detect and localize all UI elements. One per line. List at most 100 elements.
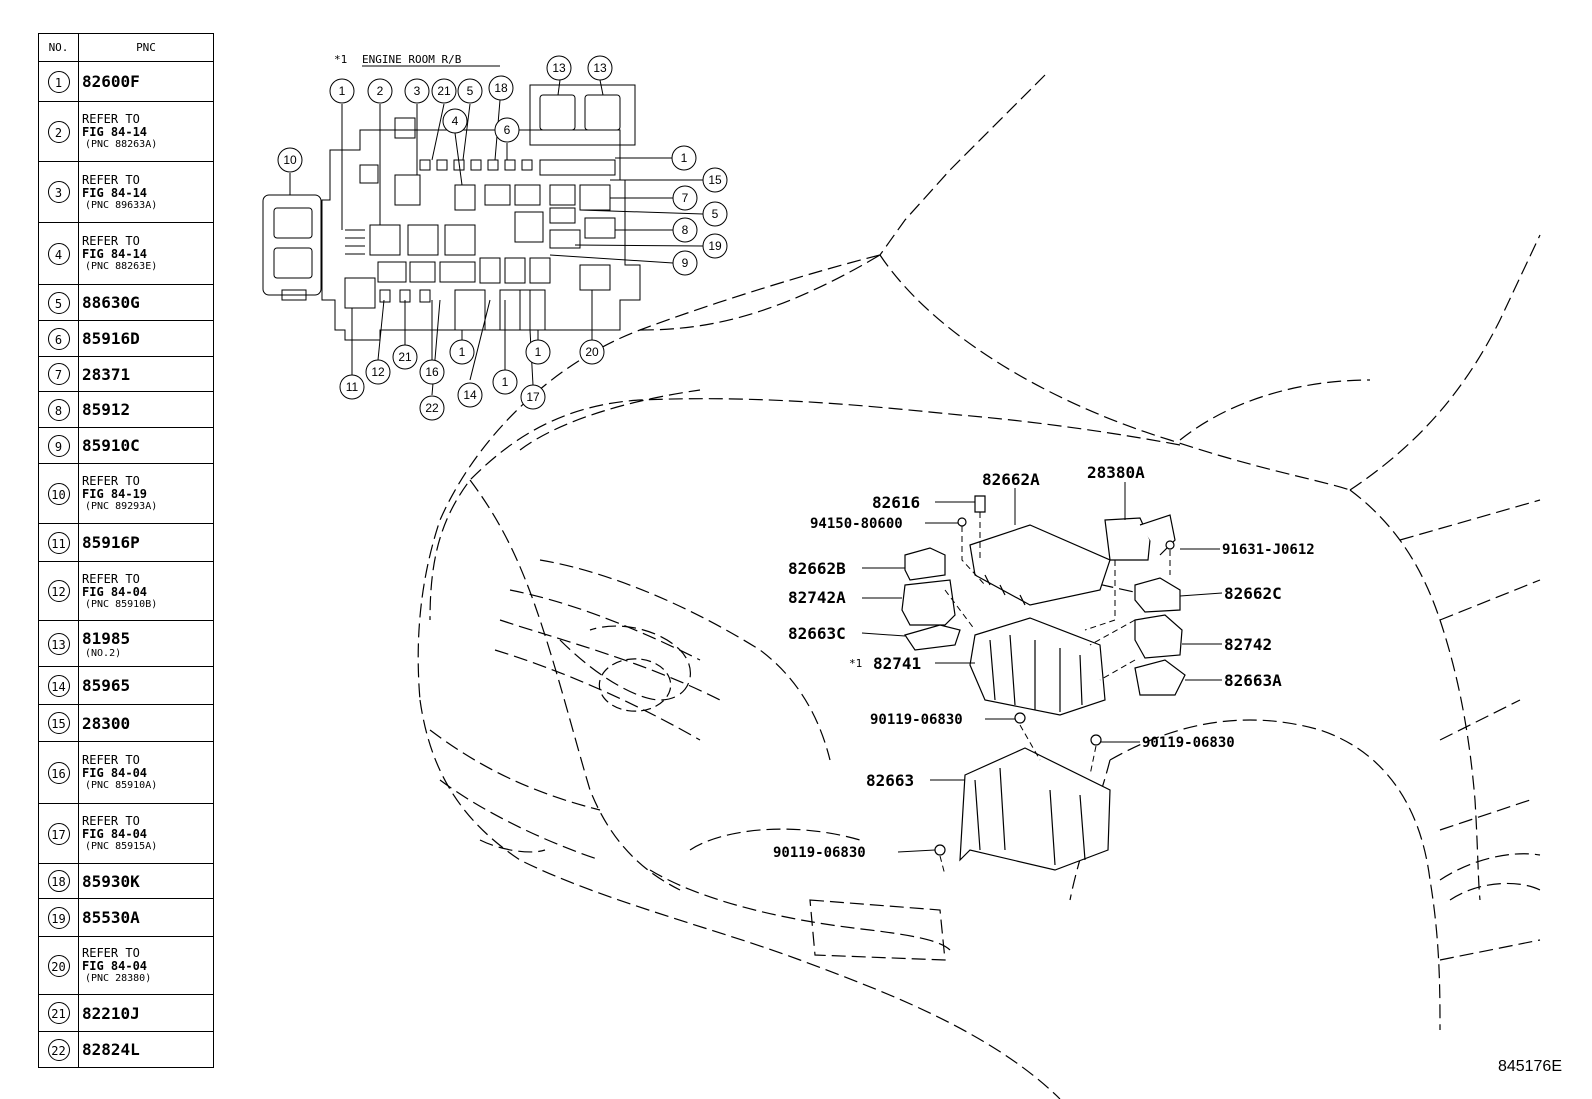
- part-label-82663A: 82663A: [1224, 671, 1282, 690]
- callout-number: 12: [371, 365, 385, 379]
- callout-number: 21: [437, 84, 451, 98]
- pnc-table-header: NO. PNC: [38, 33, 214, 62]
- part-cover-82663A: [1134, 659, 1186, 696]
- callout-number: 1: [681, 151, 688, 165]
- callout-number: 22: [425, 401, 439, 415]
- callout-number: 5: [712, 207, 719, 221]
- row-number: 8: [47, 398, 70, 421]
- ref-fig: FIG 84-04: [82, 827, 148, 841]
- parts-drawings: [901, 495, 1186, 871]
- ref-pnc: (PNC 85910A): [85, 780, 158, 791]
- part-label-94150: 94150-80600: [810, 516, 903, 532]
- part-bolt-c: [934, 844, 946, 856]
- pnc-value: 85965: [82, 676, 131, 695]
- ref-pnc: (PNC 85910B): [85, 598, 158, 610]
- parts-leaders: [861, 482, 1223, 853]
- row-number: 21: [47, 1002, 70, 1024]
- pnc-sub: (NO.2): [85, 647, 122, 659]
- callout-number: 3: [414, 84, 421, 98]
- ref-pnc: (PNC 28380): [85, 973, 152, 984]
- inset-title: ENGINE ROOM R/B: [362, 53, 462, 66]
- callout-number: 1: [502, 375, 509, 389]
- ref-fig: FIG 84-04: [82, 766, 148, 780]
- part-label-82662C: 82662C: [1224, 584, 1282, 603]
- part-label-82663: 82663: [866, 771, 914, 790]
- row-number: 20: [47, 954, 70, 977]
- row-number: 12: [47, 580, 70, 602]
- part-relay-28380A: [1104, 517, 1151, 561]
- row-number: 6: [47, 327, 70, 350]
- ref-pnc: (PNC 88263E): [85, 261, 158, 272]
- part-label-82742: 82742: [1224, 635, 1272, 654]
- ref-pnc: (PNC 89293A): [85, 501, 158, 512]
- ref-fig: FIG 84-14: [82, 125, 148, 139]
- pnc-value: 82600F: [82, 72, 140, 91]
- part-label-28380A: 28380A: [1087, 463, 1145, 482]
- row-number: 15: [47, 712, 70, 734]
- part-label-82741: 82741: [873, 654, 921, 673]
- part-clip-94150: [957, 517, 967, 527]
- callout-number: 16: [425, 365, 439, 379]
- pnc-value: 85930K: [82, 871, 140, 891]
- callout-number: 1: [459, 345, 466, 359]
- vehicle-outline: [417, 74, 1541, 1099]
- callout-number: 11: [346, 380, 359, 394]
- parts-dashed-guides: [939, 512, 1171, 876]
- pnc-value: 85916D: [82, 329, 140, 348]
- callout-number: 13: [552, 61, 566, 75]
- part-block-82742: [1134, 614, 1183, 659]
- ref-line: REFER TO: [82, 571, 140, 586]
- table-row: 1 82600F: [38, 61, 214, 102]
- part-label-91631: 91631-J0612: [1222, 542, 1315, 558]
- ref-pnc: (PNC 88263A): [85, 139, 158, 150]
- ref-fig: FIG 84-19: [82, 487, 148, 501]
- header-pnc: PNC: [78, 33, 214, 62]
- row-number: 19: [47, 906, 70, 929]
- part-bolt-d: [1165, 540, 1175, 550]
- part-fuse-82616: [974, 495, 986, 513]
- pnc-value: 85530A: [82, 908, 140, 927]
- row-number: 1: [47, 70, 70, 93]
- callout-number: 8: [682, 223, 689, 237]
- pnc-value: 81985: [82, 628, 131, 648]
- callout-number: 15: [708, 173, 722, 187]
- inset-callout-numbers: 1 2 3 21 5 18 13 13 4 6 10 1 15 7 5 8 19…: [283, 61, 722, 415]
- ref-fig: FIG 84-04: [82, 959, 148, 973]
- ref-line: REFER TO: [82, 753, 140, 767]
- callout-number: 13: [593, 61, 607, 75]
- part-cover-82662C: [1134, 577, 1181, 613]
- part-bolt-a: [1014, 712, 1026, 724]
- relay-block-inset: [262, 84, 641, 341]
- row-number: 16: [47, 761, 70, 784]
- ref-fig: FIG 84-14: [82, 247, 148, 261]
- callout-number: 14: [463, 388, 477, 402]
- part-label-82663C: 82663C: [788, 624, 846, 643]
- header-no: NO.: [38, 33, 79, 62]
- row-number: 7: [47, 363, 70, 385]
- pnc-value: 82824L: [82, 1040, 140, 1059]
- pnc-value: 85916P: [82, 533, 140, 552]
- callout-number: 21: [398, 350, 412, 364]
- callout-number: 18: [494, 81, 508, 95]
- ref-pnc: (PNC 89633A): [85, 199, 158, 211]
- callout-number: 4: [452, 114, 459, 128]
- ref-fig: FIG 84-04: [82, 584, 148, 599]
- callout-number: 1: [339, 84, 346, 98]
- ref-line: REFER TO: [82, 814, 140, 828]
- row-number: 9: [47, 434, 70, 457]
- ref-line: REFER TO: [82, 172, 140, 187]
